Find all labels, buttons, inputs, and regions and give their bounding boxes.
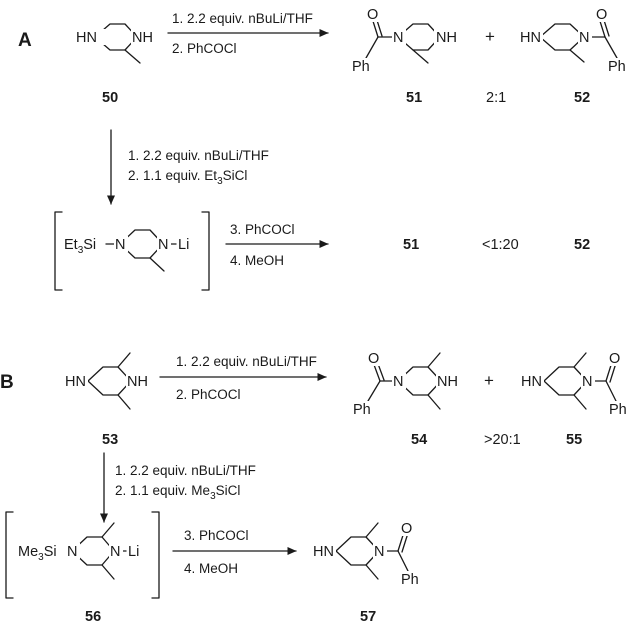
compound-label-50: 50 [102, 90, 118, 106]
plus-sign-a1: + [485, 27, 495, 46]
condition-a2-step4: 4. MeOH [230, 253, 284, 268]
molecule-53: HN NH [64, 352, 150, 410]
compound-label-54: 54 [411, 432, 427, 448]
atom-n: N [393, 374, 403, 390]
compound-label-56: 56 [85, 609, 101, 625]
atom-me3si: Me3Si [18, 544, 57, 563]
condition-a-down-step2: 2. 1.1 equiv. Et3SiCl [128, 168, 247, 187]
atom-o: O [368, 351, 379, 367]
atom-hn: HN [521, 374, 542, 390]
atom-o: O [367, 7, 378, 23]
molecule-52: HN N O Ph [519, 6, 631, 75]
condition-a2-step3: 3. PhCOCl [230, 222, 295, 237]
atom-nh: NH [437, 374, 458, 390]
molecule-51: N NH O Ph [350, 6, 458, 75]
condition-b-down-step1: 1. 2.2 equiv. nBuLi/THF [115, 463, 256, 478]
atom-n: N [582, 374, 592, 390]
ratio-a1: 2:1 [486, 90, 506, 106]
atom-ph: Ph [609, 402, 627, 418]
atom-nh: NH [127, 374, 148, 390]
condition-b-down-step2: 2. 1.1 equiv. Me3SiCl [115, 483, 240, 502]
atom-n: N [579, 30, 589, 46]
molecule-56: Me3Si N N Li [5, 511, 160, 599]
section-label-b: B [0, 372, 14, 393]
atom-nh: NH [436, 30, 457, 46]
atom-hn: HN [65, 374, 86, 390]
condition-a1-step1: 1. 2.2 equiv. nBuLi/THF [172, 11, 313, 26]
condition-b2-step4: 4. MeOH [184, 561, 238, 576]
atom-n: N [67, 544, 77, 560]
atom-li: Li [178, 237, 189, 253]
atom-ph: Ph [401, 572, 419, 588]
atom-nh: NH [132, 30, 153, 46]
compound-label-57: 57 [360, 609, 376, 625]
condition-b1-step2: 2. PhCOCl [176, 387, 241, 402]
atom-hn: HN [520, 30, 541, 46]
compound-label-51: 51 [406, 90, 422, 106]
atom-ph: Ph [608, 59, 626, 75]
molecule-50: HN NH [76, 23, 153, 64]
atom-hn: HN [76, 30, 97, 46]
intermediate-a: Et3Si N N Li [54, 211, 210, 291]
molecule-57: HN N O Ph [312, 520, 424, 588]
molecule-54: N NH O Ph [352, 350, 460, 418]
plus-sign-b1: + [484, 371, 494, 390]
section-label-a: A [18, 30, 32, 51]
molecule-55: HN N O Ph [520, 350, 632, 418]
atom-n: N [374, 544, 384, 560]
ratio-b1: >20:1 [484, 432, 521, 448]
atom-o: O [596, 7, 607, 23]
atom-o: O [609, 351, 620, 367]
atom-ph: Ph [353, 402, 371, 418]
atom-n: N [110, 544, 120, 560]
atom-et3si: Et3Si [64, 237, 96, 256]
compound-label-52-second: 52 [574, 237, 590, 253]
atom-li: Li [128, 544, 139, 560]
compound-label-53: 53 [102, 432, 118, 448]
compound-label-51-second: 51 [403, 237, 419, 253]
compound-label-55: 55 [566, 432, 582, 448]
compound-label-52: 52 [574, 90, 590, 106]
atom-n: N [115, 237, 125, 253]
condition-a1-step2: 2. PhCOCl [172, 41, 237, 56]
condition-b1-step1: 1. 2.2 equiv. nBuLi/THF [176, 354, 317, 369]
atom-o: O [401, 521, 412, 537]
atom-n: N [393, 30, 403, 46]
ratio-a2: <1:20 [482, 237, 519, 253]
atom-n: N [158, 237, 168, 253]
atom-ph: Ph [352, 59, 370, 75]
condition-a-down-step1: 1. 2.2 equiv. nBuLi/THF [128, 148, 269, 163]
atom-hn: HN [313, 544, 334, 560]
condition-b2-step3: 3. PhCOCl [184, 528, 249, 543]
